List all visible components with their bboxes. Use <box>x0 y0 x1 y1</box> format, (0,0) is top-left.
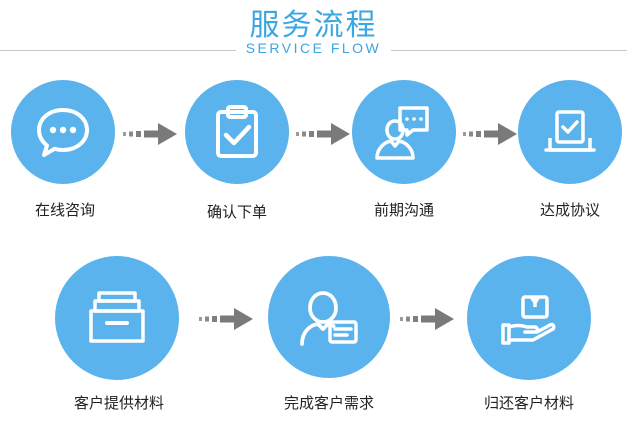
divider-left <box>0 50 236 51</box>
arrow-3-4 <box>463 123 517 145</box>
clipboard-check-icon <box>216 105 258 158</box>
arrow-1-2 <box>123 123 177 145</box>
step-circle <box>268 256 390 378</box>
step-circle <box>467 256 591 380</box>
arrow-2-3 <box>296 123 350 145</box>
step-label: 达成协议 <box>539 201 600 219</box>
step-circle <box>55 256 179 380</box>
step-label: 确认下单 <box>206 203 267 221</box>
step-label: 完成客户需求 <box>283 394 374 412</box>
user-card-icon <box>300 291 358 346</box>
page-subtitle: SERVICE FLOW <box>245 40 382 56</box>
divider-right <box>391 50 627 51</box>
arrow-5-6 <box>199 308 253 330</box>
step-label: 前期沟通 <box>373 201 434 219</box>
arrow-6-7 <box>400 308 454 330</box>
step-label: 归还客户材料 <box>483 394 574 412</box>
step-circle <box>518 80 622 184</box>
step-label: 在线咨询 <box>34 201 95 219</box>
hand-package-icon <box>501 295 556 345</box>
step-circle <box>11 80 115 184</box>
step-label: 客户提供材料 <box>73 394 164 412</box>
person-speech-icon <box>375 106 429 160</box>
document-check-icon <box>544 110 596 152</box>
chat-bubble-icon <box>37 108 89 157</box>
subtitle-row: SERVICE FLOW <box>0 40 627 60</box>
page-title: 服务流程 <box>249 8 378 43</box>
step-circle <box>185 80 289 184</box>
step-circle <box>352 80 456 184</box>
file-tray-icon <box>89 291 145 343</box>
